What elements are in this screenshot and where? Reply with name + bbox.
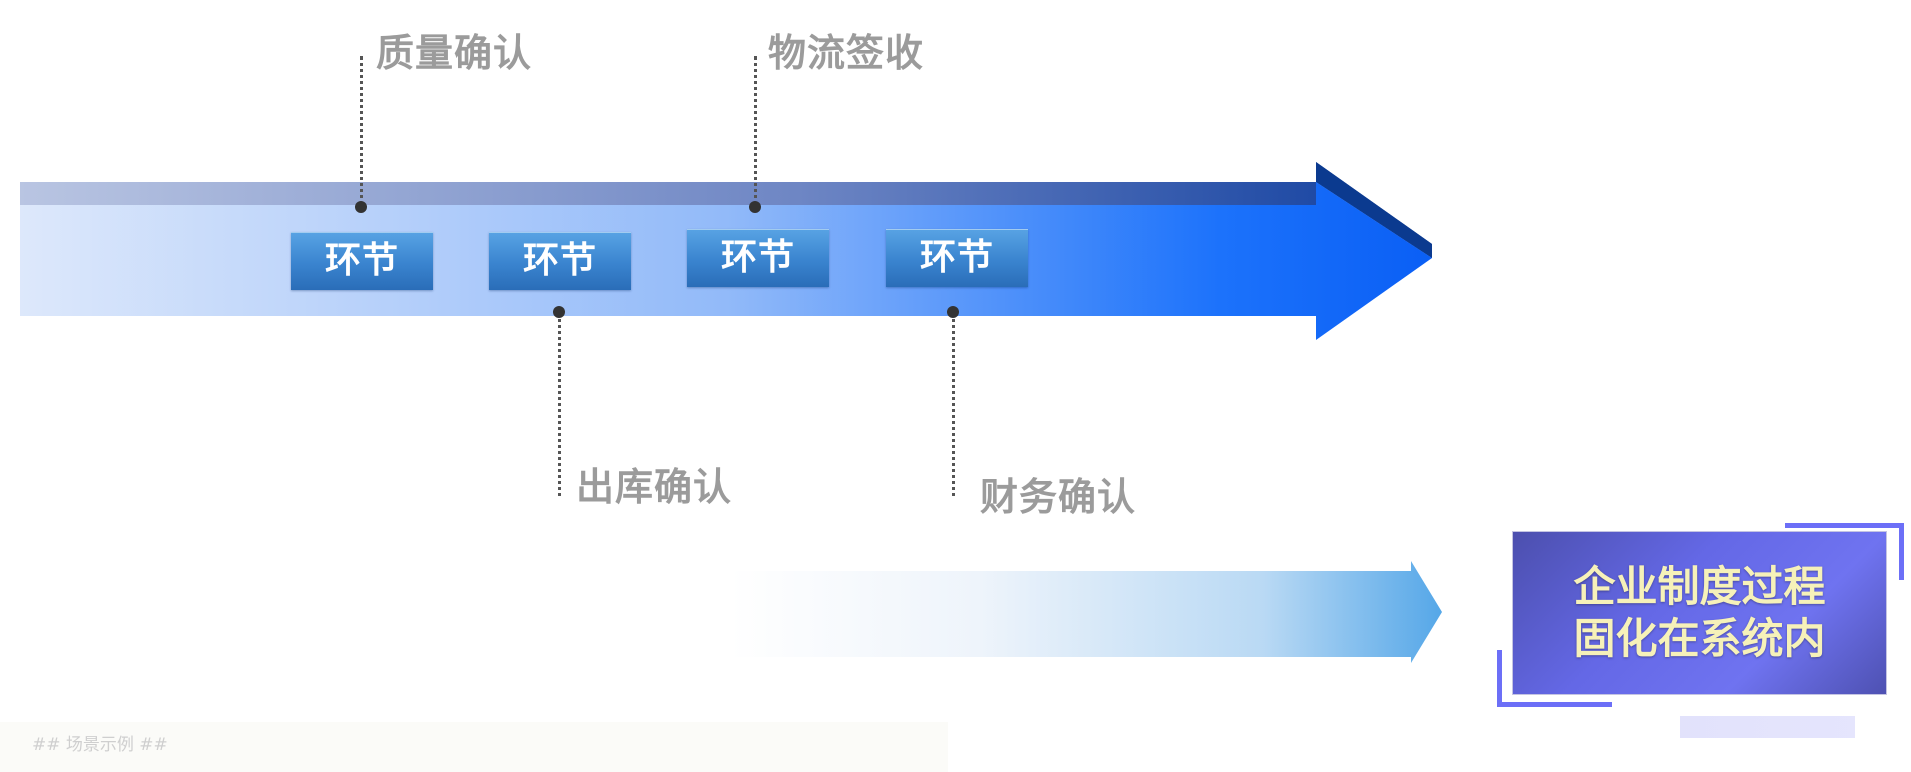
frame-corner-top-right <box>1785 523 1904 580</box>
footer-caption: ## 场景示例 ## <box>32 735 168 755</box>
connector-quality <box>360 56 363 206</box>
frame-corner-bottom-left <box>1497 650 1612 707</box>
step-box-2: 环节 <box>489 232 631 290</box>
milestone-label-logistics: 物流签收 <box>768 31 925 75</box>
result-line-1: 企业制度过程 <box>1573 562 1826 611</box>
result-box-reflection <box>1680 716 1855 738</box>
marker-dot-logistics <box>749 201 761 213</box>
connector-logistics <box>754 56 757 206</box>
connector-outbound <box>558 312 561 496</box>
connector-finance <box>952 312 955 496</box>
step-box-4: 环节 <box>886 229 1028 287</box>
marker-dot-outbound <box>553 306 565 318</box>
step-box-1: 环节 <box>291 232 433 290</box>
marker-dot-quality <box>355 201 367 213</box>
result-box: 企业制度过程 固化在系统内 <box>1513 532 1886 694</box>
milestone-label-outbound: 出库确认 <box>576 465 733 509</box>
step-box-3: 环节 <box>687 229 829 287</box>
milestone-label-finance: 财务确认 <box>980 475 1137 519</box>
milestone-label-quality: 质量确认 <box>376 31 533 75</box>
marker-dot-finance <box>947 306 959 318</box>
result-line-2: 固化在系统内 <box>1573 614 1826 663</box>
footer-band <box>0 722 948 772</box>
